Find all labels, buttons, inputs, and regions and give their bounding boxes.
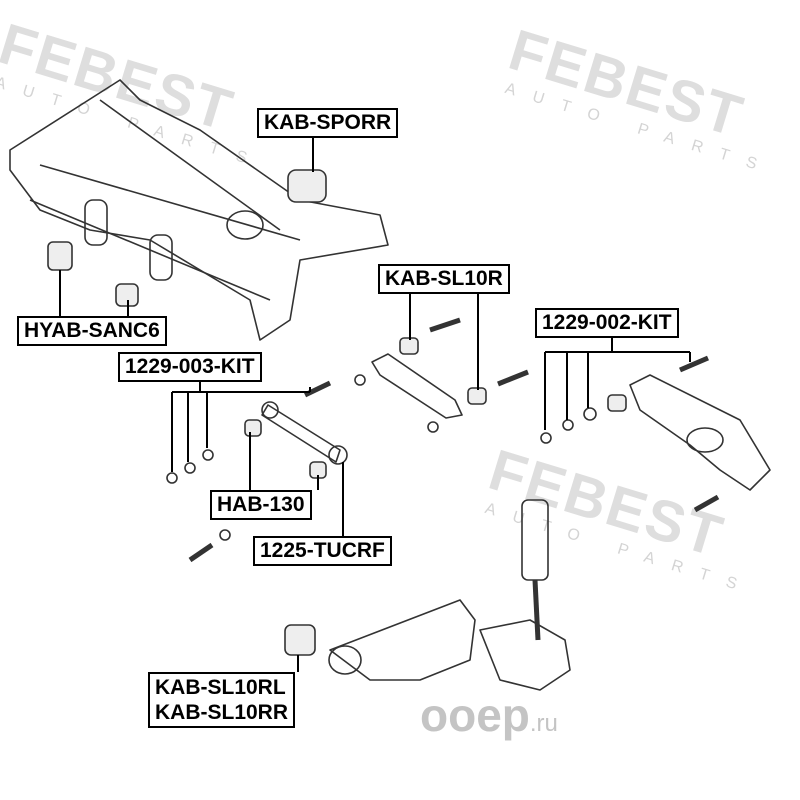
- lower-arm: [629, 374, 771, 491]
- bushing-hyab-sanc6: [47, 241, 73, 271]
- part-label-1229-002-kit[interactable]: 1229-002-KIT: [535, 308, 679, 338]
- shock-absorber: [521, 499, 549, 581]
- site-watermark: ооер.ru: [420, 689, 558, 741]
- trailing-arm: [329, 599, 476, 681]
- leader-lines: [59, 136, 691, 672]
- subframe: [9, 79, 389, 341]
- bushing-kab-sporr: [287, 169, 327, 203]
- part-label-kab-sl10r[interactable]: KAB-SL10R: [378, 264, 510, 294]
- part-label-hyab-sanc6[interactable]: HYAB-SANC6: [17, 316, 167, 346]
- part-label-kab-sporr[interactable]: KAB-SPORR: [257, 108, 399, 138]
- part-label-kab-sl10rl-rr: KAB-SL10RL KAB-SL10RR: [148, 672, 296, 728]
- part-label-kab-sl10rl[interactable]: KAB-SL10RL: [155, 676, 286, 699]
- part-label-1229-003-kit[interactable]: 1229-003-KIT: [118, 352, 262, 382]
- part-label-hab-130[interactable]: HAB-130: [210, 490, 312, 520]
- part-label-kab-sl10rr[interactable]: KAB-SL10RR: [155, 701, 289, 724]
- part-label-1225-tucrf[interactable]: 1225-TUCRF: [253, 536, 392, 566]
- arm-upper: [371, 353, 463, 419]
- toe-link: [261, 404, 341, 463]
- knuckle: [479, 619, 571, 691]
- bushing-kab-sl10rl: [284, 624, 316, 656]
